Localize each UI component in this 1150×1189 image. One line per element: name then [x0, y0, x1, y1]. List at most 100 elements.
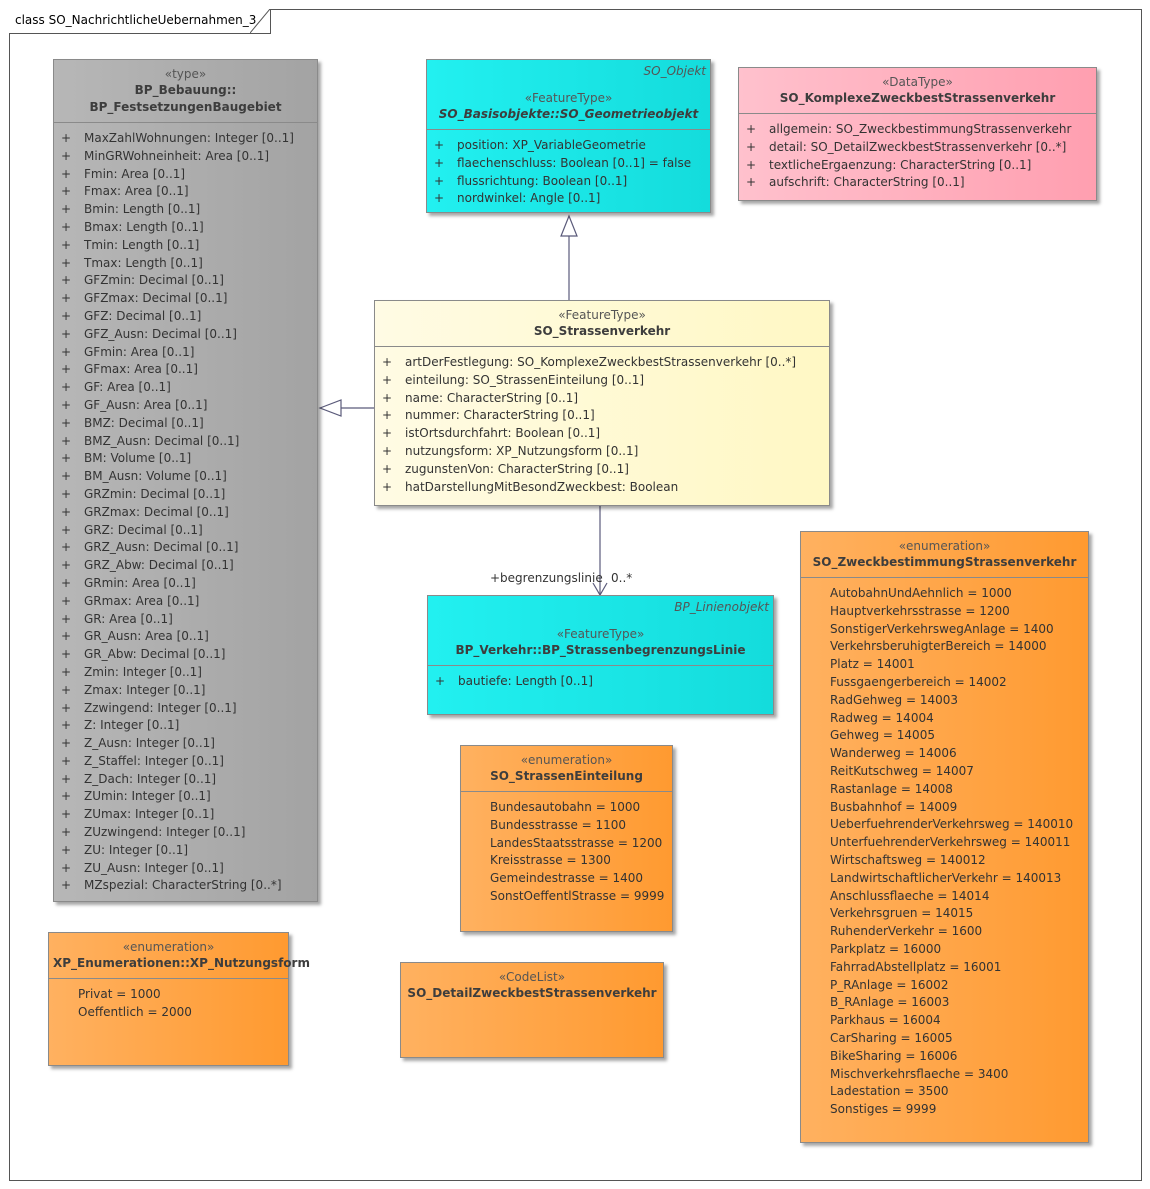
- attribute-row: +position: XP_VariableGeometrie: [427, 137, 710, 155]
- enum-literal: UeberfuehrenderVerkehrsweg = 140010: [801, 816, 1088, 834]
- attribute-row: +GFmin: Area [0..1]: [54, 344, 317, 362]
- attribute-text: GFZmin: Decimal [0..1]: [84, 273, 224, 288]
- literal-text: Wanderweg = 14006: [830, 746, 957, 761]
- visibility-marker: +: [61, 273, 72, 288]
- attribute-text: einteilung: SO_StrassenEinteilung [0..1]: [405, 372, 645, 387]
- literal-text: Bundesstrasse = 1100: [490, 817, 627, 832]
- attribute-row: +textlicheErgaenzung: CharacterString [0…: [739, 157, 1096, 175]
- enum-so-strassen-einteilung[interactable]: «enumeration» SO_StrassenEinteilung Bund…: [460, 745, 673, 932]
- enum-literal: BikeSharing = 16006: [801, 1048, 1088, 1066]
- attribute-text: allgemein: SO_ZweckbestimmungStrassenver…: [769, 122, 1072, 136]
- class-header: «CodeList» SO_DetailZweckbestStrassenver…: [401, 963, 663, 1008]
- visibility-marker: +: [61, 219, 72, 234]
- diagram-title: class SO_NachrichtlicheUebernahmen_3: [9, 9, 272, 34]
- literal-text: RuhenderVerkehr = 1600: [830, 924, 983, 939]
- class-so-komplexe-zweckbest-strassenverkehr[interactable]: «DataType» SO_KomplexeZweckbestStrassenv…: [738, 67, 1097, 201]
- class-so-strassenverkehr[interactable]: «FeatureType» SO_Strassenverkehr +artDer…: [374, 300, 830, 506]
- visibility-marker: +: [61, 237, 72, 252]
- attribute-row: +Fmax: Area [0..1]: [54, 183, 317, 201]
- visibility-marker: +: [434, 191, 445, 206]
- visibility-marker: +: [434, 138, 445, 152]
- literal-text: Mischverkehrsflaeche = 3400: [830, 1066, 1009, 1081]
- attribute-row: +hatDarstellungMitBesondZweckbest: Boole…: [375, 479, 829, 497]
- literal-text: Radweg = 14004: [830, 710, 934, 725]
- attribute-text: GRZmax: Decimal [0..1]: [84, 504, 229, 519]
- visibility-marker: +: [61, 486, 72, 501]
- attribute-text: Tmin: Length [0..1]: [84, 237, 200, 252]
- attribute-text: Fmin: Area [0..1]: [84, 166, 186, 181]
- literal-text: Busbahnhof = 14009: [830, 799, 958, 814]
- attribute-list: +artDerFestlegung: SO_KomplexeZweckbestS…: [375, 347, 829, 502]
- class-bp-strassenbegrenzungslinie[interactable]: BP_Linienobjekt «FeatureType» BP_Verkehr…: [427, 595, 774, 715]
- visibility-marker: +: [61, 397, 72, 412]
- attribute-row: +MinGRWohneinheit: Area [0..1]: [54, 148, 317, 166]
- stereotype-label: «enumeration»: [898, 539, 991, 553]
- attribute-text: Z_Staffel: Integer [0..1]: [84, 753, 224, 768]
- attribute-text: GRmax: Area [0..1]: [84, 593, 200, 608]
- literal-text: SonstOeffentlStrasse = 9999: [490, 888, 665, 903]
- attribute-text: Zzwingend: Integer [0..1]: [84, 700, 237, 715]
- visibility-marker: +: [61, 682, 72, 697]
- class-header: BP_Linienobjekt «FeatureType» BP_Verkehr…: [428, 596, 773, 665]
- visibility-marker: +: [61, 593, 72, 608]
- attribute-text: Fmax: Area [0..1]: [84, 184, 189, 199]
- attribute-row: +name: CharacterString [0..1]: [375, 390, 829, 408]
- attribute-text: MinGRWohneinheit: Area [0..1]: [84, 148, 270, 163]
- enum-literal: Platz = 14001: [801, 656, 1088, 674]
- attribute-row: +ZUmax: Integer [0..1]: [54, 806, 317, 824]
- literal-text: Oeffentlich = 2000: [78, 1004, 192, 1019]
- attribute-list: +allgemein: SO_ZweckbestimmungStrassenve…: [739, 114, 1096, 198]
- visibility-marker: +: [61, 558, 72, 573]
- visibility-marker: +: [61, 664, 72, 679]
- attribute-text: hatDarstellungMitBesondZweckbest: Boolea…: [405, 479, 679, 494]
- class-name: SO_StrassenEinteilung: [490, 769, 643, 783]
- enum-xp-nutzungsform[interactable]: «enumeration» XP_Enumerationen::XP_Nutzu…: [48, 932, 310, 1066]
- visibility-marker: +: [61, 504, 72, 519]
- diagram-title-tab-corner: [250, 9, 270, 33]
- visibility-marker: +: [382, 390, 393, 405]
- codelist-so-detail-zweckbest-strassenverkehr[interactable]: «CodeList» SO_DetailZweckbestStrassenver…: [400, 962, 664, 1058]
- class-bp-festsetzungen-baugebiet[interactable]: «type» BP_Bebauung:: BP_FestsetzungenBau…: [53, 59, 318, 902]
- visibility-marker: +: [61, 202, 72, 217]
- attribute-text: GRZ_Ausn: Decimal [0..1]: [84, 540, 239, 555]
- enum-literal: Wirtschaftsweg = 140012: [801, 852, 1088, 870]
- enum-literal: Rastanlage = 14008: [801, 781, 1088, 799]
- enum-literal: Kreisstrasse = 1300: [461, 852, 672, 870]
- visibility-marker: +: [61, 771, 72, 786]
- literal-text: Platz = 14001: [830, 657, 915, 672]
- package-tag: BP_Linienobjekt: [674, 600, 769, 614]
- attribute-row: +GRZmin: Decimal [0..1]: [54, 486, 317, 504]
- attribute-row: +allgemein: SO_ZweckbestimmungStrassenve…: [739, 121, 1096, 139]
- attribute-row: +ZUzwingend: Integer [0..1]: [54, 824, 317, 842]
- attribute-row: +Z: Integer [0..1]: [54, 717, 317, 735]
- attribute-row: +BMZ_Ausn: Decimal [0..1]: [54, 433, 317, 451]
- literal-text: Sonstiges = 9999: [830, 1102, 937, 1117]
- package-tag: SO_Objekt: [643, 64, 707, 78]
- enum-literal: P_RAnlage = 16002: [801, 977, 1088, 995]
- attribute-row: +nordwinkel: Angle [0..1]: [427, 190, 710, 208]
- visibility-marker: +: [434, 173, 445, 188]
- literal-text: B_RAnlage = 16003: [830, 995, 950, 1010]
- visibility-marker: +: [61, 308, 72, 323]
- attribute-row: +GF_Ausn: Area [0..1]: [54, 397, 317, 415]
- attribute-row: +GRZ_Abw: Decimal [0..1]: [54, 557, 317, 575]
- visibility-marker: +: [61, 753, 72, 768]
- attribute-row: +Bmin: Length [0..1]: [54, 201, 317, 219]
- attribute-row: +GR_Ausn: Area [0..1]: [54, 628, 317, 646]
- visibility-marker: +: [61, 362, 72, 377]
- enum-literal: UnterfuehrenderVerkehrsweg = 140011: [801, 834, 1088, 852]
- attribute-row: + Tmin: Length [0..1]: [54, 237, 317, 255]
- literal-text: Privat = 1000: [78, 987, 161, 1001]
- attribute-list: +bautiefe: Length [0..1]: [428, 666, 773, 697]
- attribute-text: Bmax: Length [0..1]: [84, 219, 204, 234]
- visibility-marker: +: [61, 629, 72, 644]
- literal-text: Wirtschaftsweg = 140012: [830, 852, 986, 867]
- class-header: «type» BP_Bebauung:: BP_FestsetzungenBau…: [54, 60, 317, 122]
- attribute-text: nummer: CharacterString [0..1]: [405, 408, 595, 423]
- enum-so-zweckbestimmung-strassenverkehr[interactable]: «enumeration» SO_ZweckbestimmungStrassen…: [800, 531, 1089, 1143]
- attribute-text: GFZ: Decimal [0..1]: [84, 308, 202, 323]
- class-so-geometrieobjekt[interactable]: SO_Objekt «FeatureType» SO_Basisobjekte:…: [426, 59, 711, 213]
- visibility-marker: +: [61, 326, 72, 341]
- enum-literal: Hauptverkehrsstrasse = 1200: [801, 603, 1088, 621]
